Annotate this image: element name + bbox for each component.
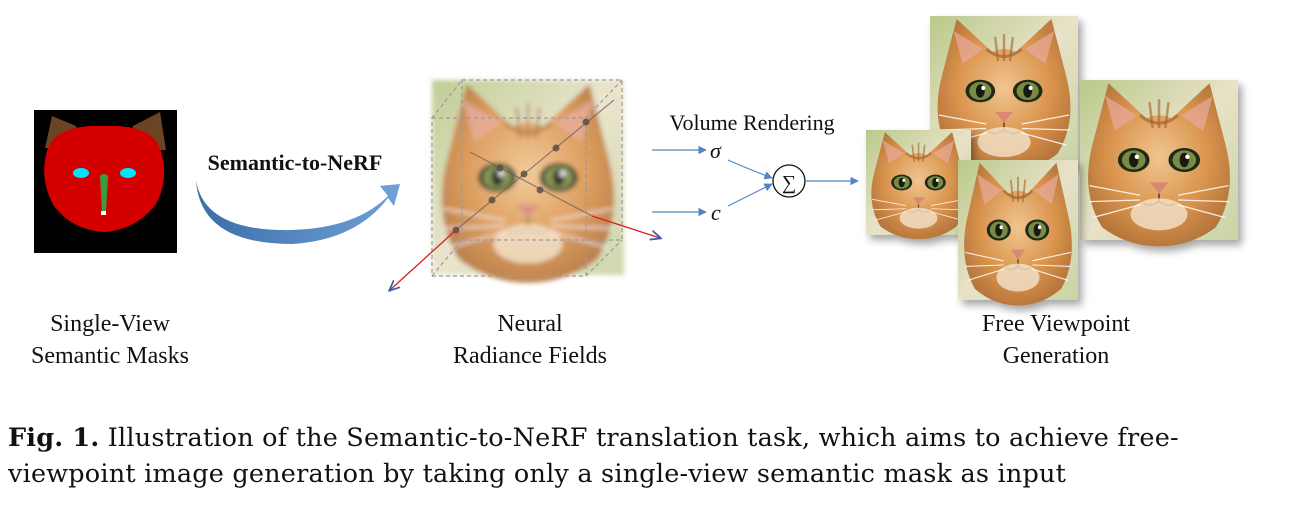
- label-generation-line2: Generation: [1002, 343, 1110, 369]
- semantic-to-nerf-arrow: Semantic-to-NeRF: [196, 150, 400, 244]
- sigma-symbol: σ: [710, 138, 722, 163]
- label-nerf-line1: Neural: [497, 311, 563, 337]
- label-generation-line1: Free Viewpoint: [981, 311, 1131, 337]
- label-free-viewpoint-generation: Free Viewpoint Generation: [946, 308, 1166, 372]
- label-neural-radiance-fields: Neural Radiance Fields: [420, 308, 640, 372]
- mask-nose: [100, 174, 108, 214]
- mask-mouth: [101, 211, 106, 215]
- label-semantic-masks: Single-View Semantic Masks: [0, 308, 220, 372]
- mask-left-eye: [73, 168, 89, 178]
- label-semantic-masks-line2: Semantic Masks: [31, 343, 189, 369]
- semantic-mask-image: [34, 110, 177, 253]
- caption-label: Fig. 1.: [8, 423, 100, 453]
- arrow-label: Semantic-to-NeRF: [208, 150, 383, 175]
- caption-text: Illustration of the Semantic-to-NeRF tra…: [8, 423, 1179, 489]
- label-semantic-masks-line1: Single-View: [50, 311, 170, 337]
- mask-right-eye: [120, 168, 136, 178]
- figure-caption: Fig. 1. Illustration of the Semantic-to-…: [8, 420, 1283, 492]
- generated-views: [864, 14, 1240, 308]
- generated-view-bottom: [956, 158, 1080, 308]
- label-nerf-line2: Radiance Fields: [453, 343, 607, 369]
- sum-symbol: ∑: [782, 172, 796, 194]
- volume-rendering-label: Volume Rendering: [669, 110, 834, 135]
- generated-view-right: [1078, 78, 1240, 249]
- sum-circle: [772, 164, 806, 198]
- volume-rendering: Volume Rendering σ c ∑: [652, 110, 859, 225]
- generated-view-left: [864, 128, 973, 241]
- c-symbol: c: [711, 200, 721, 225]
- nerf-cube: [390, 78, 660, 290]
